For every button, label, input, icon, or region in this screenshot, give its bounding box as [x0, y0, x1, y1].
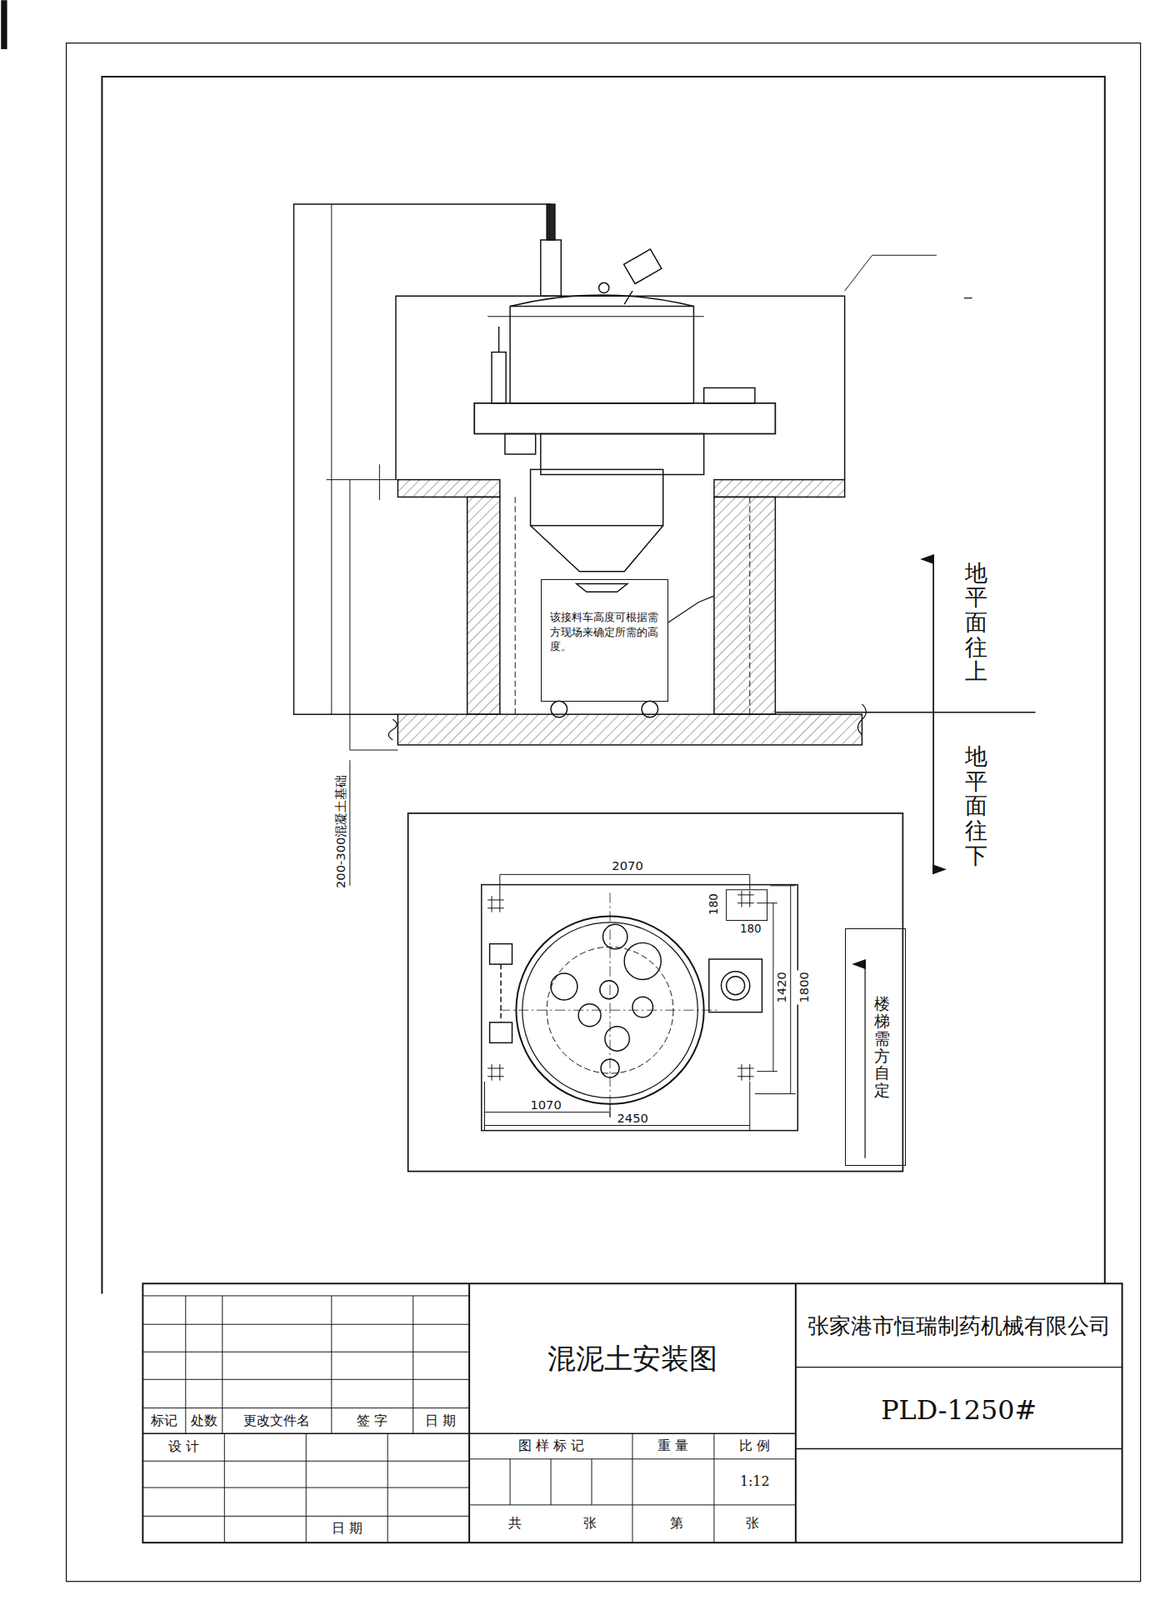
title-block-text: 共 — [508, 1515, 522, 1531]
title-block-text: 第 — [670, 1515, 684, 1531]
dimension-label: 2450 — [615, 1110, 650, 1126]
stair-label: 楼梯需方自定 — [874, 995, 890, 1100]
title-block-text: 比 例 — [739, 1437, 770, 1454]
title-block-text: 重 量 — [657, 1437, 689, 1454]
dimension-label: 1420 — [774, 970, 790, 1005]
foundation-note: 200-300混凝土基础 — [333, 774, 349, 888]
cart-note: 该接料车高度可根据需方现场来确定所需的高度。 — [550, 610, 661, 655]
ground-up-note: 地平面往上 — [965, 560, 988, 685]
drawing-title: 混泥土安装图 — [547, 1341, 718, 1376]
title-block-text: 日 期 — [331, 1520, 363, 1536]
title-block-text: 图 样 标 记 — [518, 1437, 585, 1454]
title-block-text: 张 — [745, 1515, 760, 1531]
ground-down-note: 地平面往下 — [965, 744, 988, 868]
title-block-text: PLD-1250# — [880, 1394, 1037, 1426]
title-block-text: 设 计 — [168, 1438, 200, 1455]
dimension-label: 180 — [707, 891, 721, 917]
title-block-text: 张 — [583, 1515, 597, 1531]
dimension-label: 180 — [738, 922, 764, 936]
dimension-label: 1800 — [796, 970, 812, 1005]
dimension-label: 2070 — [610, 858, 645, 874]
title-block-text: 更改文件名 — [243, 1412, 310, 1429]
dimension-label: 1070 — [528, 1097, 563, 1113]
stair-box: 楼梯需方自定 — [845, 928, 906, 1166]
title-block-text: 处数 — [190, 1412, 218, 1429]
title-block-text: 日 期 — [425, 1412, 456, 1429]
cart-note-box: 该接料车高度可根据需方现场来确定所需的高度。 — [540, 579, 669, 702]
title-block-text: 签 字 — [356, 1412, 388, 1429]
title-block-text: 张家港市恒瑞制药机械有限公司 — [807, 1313, 1111, 1340]
title-block-text: 标记 — [150, 1412, 178, 1429]
title-block-text: 1:12 — [740, 1473, 770, 1490]
